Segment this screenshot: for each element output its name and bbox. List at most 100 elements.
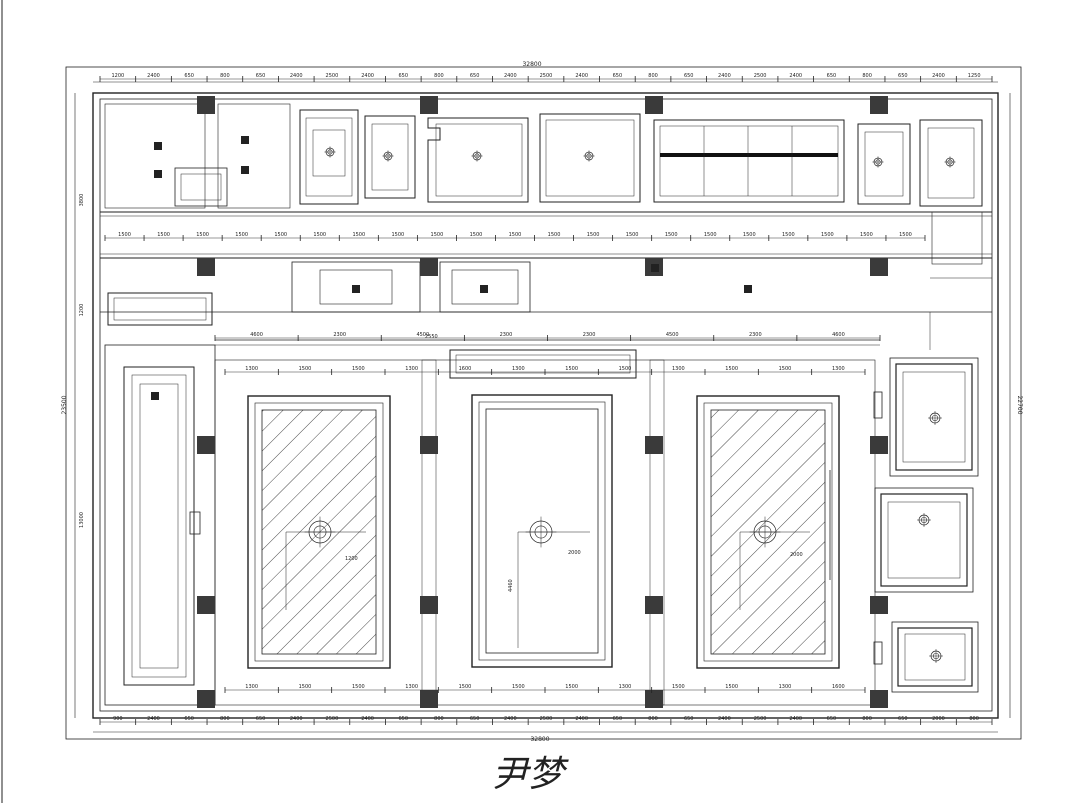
corridor-dim-label: 1500 — [509, 232, 522, 238]
hall-bottom-dim-label: 1500 — [299, 684, 312, 690]
top-dim-label: 800 — [434, 73, 444, 79]
top-dim-label: 2400 — [504, 73, 517, 79]
ceiling-label-1: 1200 — [345, 556, 358, 562]
top-dim-label: 650 — [399, 73, 409, 79]
top-dim-label: 2400 — [932, 73, 945, 79]
bottom-dim-label: 650 — [613, 716, 623, 722]
hall-top-dim-label: 1300 — [672, 366, 685, 372]
hall-top-dim-label: 1500 — [352, 366, 365, 372]
left-column-room — [104, 344, 216, 706]
top-dim-label: 800 — [862, 73, 872, 79]
corridor-dim-label: 1500 — [235, 232, 248, 238]
square-light — [151, 392, 159, 400]
hall-top-dim-label: 1300 — [405, 366, 418, 372]
mid-dim-label: 2300 — [749, 332, 762, 338]
corridor-dim-label: 1500 — [860, 232, 873, 238]
column — [420, 258, 438, 276]
downlight-fixture — [382, 150, 394, 162]
left-upper-dim: 3800 — [79, 194, 85, 207]
column — [870, 258, 888, 276]
downlight-fixture — [928, 411, 942, 425]
bottom-dim-label: 2000 — [932, 716, 945, 722]
downlight-fixture — [944, 156, 956, 168]
top-dim-label: 650 — [898, 73, 908, 79]
column — [870, 596, 888, 614]
top-dim-label: 2500 — [326, 73, 339, 79]
middle-band — [100, 261, 992, 379]
hall-top-dim-label: 1300 — [832, 366, 845, 372]
top-dim-label: 650 — [613, 73, 623, 79]
downlight-fixture — [471, 150, 483, 162]
bottom-dim-label: 650 — [684, 716, 694, 722]
bottom-dim-label: 2400 — [290, 716, 303, 722]
corridor-dim-label: 1500 — [626, 232, 639, 238]
column — [197, 690, 215, 708]
signature-text: 尹梦 — [492, 754, 569, 795]
hall-bottom-dim-label: 1500 — [352, 684, 365, 690]
top-dim-label: 800 — [220, 73, 230, 79]
corridor-dim-label: 1500 — [665, 232, 678, 238]
corridor-dim-label: 1500 — [313, 232, 326, 238]
top-dim-label: 650 — [184, 73, 194, 79]
bottom-dim-label: 2400 — [789, 716, 802, 722]
top-dim-label: 800 — [648, 73, 658, 79]
top-dim-label: 650 — [470, 73, 480, 79]
top-dim-label: 2400 — [575, 73, 588, 79]
overall-dimensions: 32800 32800 23500 22700 3800 1200 13000 — [61, 61, 1023, 743]
hall-bottom-dim-label: 1300 — [779, 684, 792, 690]
left-total-dim: 23500 — [61, 395, 68, 414]
column — [197, 436, 215, 454]
square-light — [154, 142, 162, 150]
bottom-dim-label: 2500 — [326, 716, 339, 722]
structural-columns — [197, 96, 888, 708]
corridor-dim-label: 1500 — [782, 232, 795, 238]
hall-bottom-dim-label: 1300 — [405, 684, 418, 690]
top-dim-label: 2400 — [147, 73, 160, 79]
square-light — [154, 170, 162, 178]
bottom-dim-label: 800 — [220, 716, 230, 722]
hall-top-dim-label: 1500 — [619, 366, 632, 372]
top-dim-label: 2400 — [718, 73, 731, 79]
top-room-row — [100, 103, 992, 265]
top-dim-label: 1250 — [968, 73, 981, 79]
hall-top-dim-label: 1500 — [565, 366, 578, 372]
square-light — [241, 136, 249, 144]
ceiling-label-2: 2000 — [568, 550, 581, 556]
bottom-dim-label: 650 — [184, 716, 194, 722]
hall-bottom-dim-label: 1300 — [245, 684, 258, 690]
mid-dim-label: 4500 — [666, 332, 679, 338]
corridor-dim-label: 1500 — [157, 232, 170, 238]
bottom-dim-label: 2400 — [361, 716, 374, 722]
mid-dim-label: 4600 — [250, 332, 263, 338]
square-light — [241, 166, 249, 174]
bottom-dim-label: 650 — [256, 716, 266, 722]
corridor-dim-label: 1500 — [470, 232, 483, 238]
hall-bottom-dim-label: 1500 — [512, 684, 525, 690]
corridor-dim-label: 1500 — [196, 232, 209, 238]
hall-top-dim-label: 1300 — [245, 366, 258, 372]
bottom-dim-label: 800 — [862, 716, 872, 722]
corridor-dim-label: 1500 — [548, 232, 561, 238]
bottom-dim-label: 800 — [969, 716, 979, 722]
column — [197, 96, 215, 114]
bottom-dim-label: 900 — [113, 716, 123, 722]
bottom-dim-label: 2400 — [504, 716, 517, 722]
hall-bottom-dim-label: 1600 — [832, 684, 845, 690]
drawing-frame — [1, 0, 1022, 803]
column — [645, 596, 663, 614]
column — [420, 690, 438, 708]
downlight-fixture — [917, 513, 931, 527]
ceiling-label-6: 2550 — [425, 334, 438, 340]
bottom-dim-label: 650 — [898, 716, 908, 722]
ceiling-label-5: 2000 — [790, 552, 803, 558]
hall-top-dim-label: 1500 — [299, 366, 312, 372]
downlight-fixture — [872, 156, 884, 168]
bottom-dim-label: 800 — [434, 716, 444, 722]
column — [420, 96, 438, 114]
top-dim-label: 650 — [256, 73, 266, 79]
left-mid-dim: 1200 — [79, 304, 85, 317]
top-dim-label: 2400 — [290, 73, 303, 79]
top-dim-label: 2500 — [540, 73, 553, 79]
dimension-rows: 1200 2400 650 800 650 2400 2500 2400 650 800 650 24… — [99, 73, 993, 725]
left-lower-dim: 13000 — [79, 512, 85, 528]
